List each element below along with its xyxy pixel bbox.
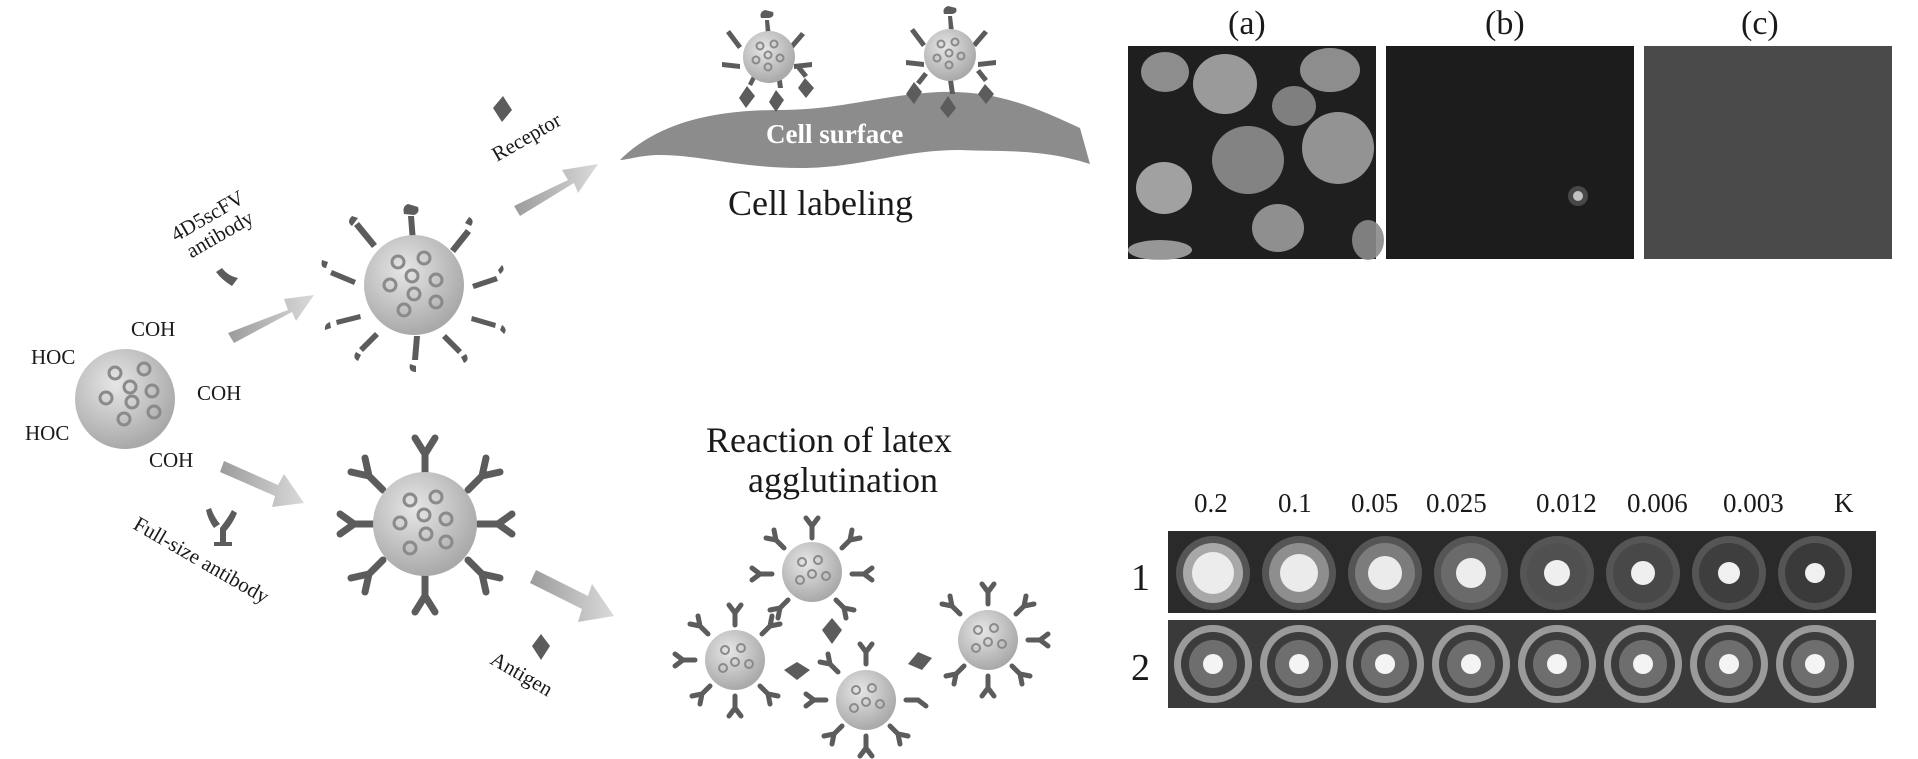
arrow-to-full-bead (220, 461, 304, 507)
conc-label: 0.003 (1723, 488, 1784, 518)
full-size-antibody-icon (206, 508, 237, 546)
plate-row-2-wells (1174, 625, 1854, 703)
full-size-antibody-label: Full-size antibody (130, 512, 274, 609)
conc-label: 0.012 (1536, 488, 1597, 518)
receptor-icon (493, 96, 512, 122)
agglutination-title-line2: agglutination (748, 460, 938, 500)
group-label-coh-top: COH (131, 317, 175, 341)
group-label-coh-right: COH (197, 381, 241, 405)
micrograph-b (1386, 46, 1634, 259)
panel-label-b: (b) (1485, 5, 1525, 42)
group-label-hoc-lower: HOC (25, 421, 69, 445)
cell-surface-label: Cell surface (766, 119, 903, 149)
antigen-label: Antigen (487, 647, 558, 702)
plate-row-label-1: 1 (1131, 557, 1150, 599)
conc-label: 0.05 (1351, 488, 1398, 518)
bound-bead-left (722, 10, 814, 112)
bound-bead-right (906, 6, 996, 118)
plate-row-1-wells (1176, 536, 1852, 610)
conc-label: K (1834, 488, 1854, 518)
antigen-icon (532, 634, 550, 660)
agglutination-cluster (672, 515, 1051, 759)
plate-row-label-2: 2 (1131, 647, 1150, 689)
scfv-antibody-label: 4D5scFV antibody (167, 183, 264, 266)
scfv-conjugate-bead (321, 204, 506, 372)
conc-label: 0.006 (1627, 488, 1688, 518)
panel-label-c: (c) (1741, 5, 1779, 42)
plate-row-1 (1168, 531, 1876, 613)
group-label-coh-bottom: COH (149, 448, 193, 472)
agglutination-title-line1: Reaction of latex (706, 420, 952, 460)
group-label-hoc-upper: HOC (31, 345, 75, 369)
conc-label: 0.025 (1426, 488, 1487, 518)
arrow-to-cell-labeling (514, 164, 598, 216)
plate-row-2 (1168, 620, 1876, 708)
cell-surface (620, 91, 1090, 168)
core-bead (75, 349, 175, 449)
arrow-to-scfv-bead (228, 295, 314, 343)
cell-labeling-title: Cell labeling (728, 183, 913, 223)
arrow-to-agglutination (530, 570, 614, 622)
full-antibody-conjugate-bead (336, 434, 516, 616)
conc-label: 0.1 (1278, 488, 1312, 518)
concentration-labels: 0.2 0.1 0.05 0.025 0.012 0.006 0.003 K (1194, 488, 1854, 518)
conc-label: 0.2 (1194, 488, 1228, 518)
scfv-antibody-icon (216, 268, 238, 286)
micrograph-c (1644, 46, 1892, 259)
panel-label-a: (a) (1228, 5, 1266, 42)
micrograph-a (1128, 46, 1384, 260)
